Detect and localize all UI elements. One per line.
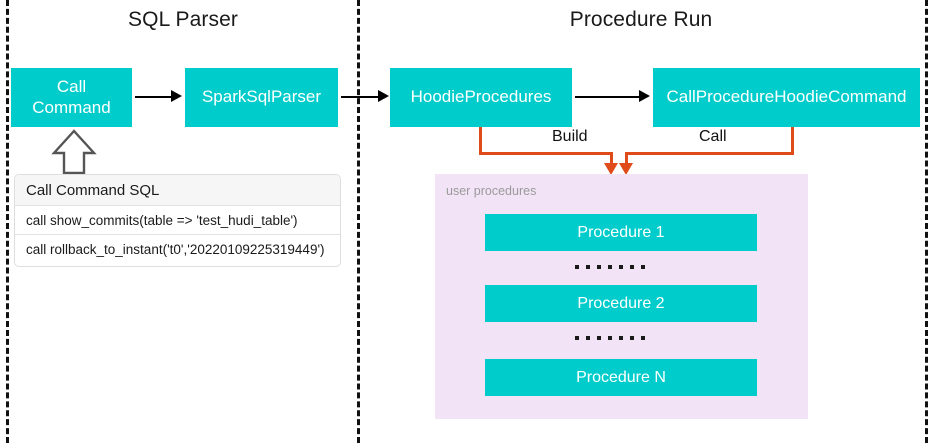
procedure-bar-1-label: Procedure 1 <box>577 223 665 241</box>
procedure-separator-dots-2 <box>575 336 645 340</box>
build-connector-horizontal <box>479 152 613 155</box>
divider-middle <box>357 0 360 443</box>
node-spark-sql-parser-label: SparkSqlParser <box>201 87 322 107</box>
procedure-bar-2[interactable]: Procedure 2 <box>485 285 757 322</box>
node-call-command-label: Call Command <box>32 77 110 117</box>
call-connector-horizontal <box>625 152 794 155</box>
arrow-hoodie-to-callprocedure-head <box>639 90 650 102</box>
user-procedures-panel-label: user procedures <box>446 184 537 198</box>
node-call-procedure-hoodie-command[interactable]: CallProcedureHoodieCommand <box>653 68 920 127</box>
arrow-hoodie-to-callprocedure-line <box>575 96 639 98</box>
procedure-separator-dots-1 <box>575 265 645 269</box>
node-call-command-line2: Command <box>32 97 111 117</box>
sql-command-row-1: call show_commits(table => 'test_hudi_ta… <box>15 206 340 235</box>
node-call-procedure-hoodie-command-label: CallProcedureHoodieCommand <box>666 87 907 107</box>
node-hoodie-procedures-label: HoodieProcedures <box>410 87 552 107</box>
node-call-command-line1: Call <box>56 77 87 97</box>
sql-command-table: Call Command SQL call show_commits(table… <box>14 174 341 267</box>
call-connector-arrowhead <box>619 163 633 175</box>
edge-label-build: Build <box>547 128 593 146</box>
arrow-spark-to-hoodie-head <box>378 90 389 102</box>
section-title-procedure-run: Procedure Run <box>569 8 713 31</box>
sql-command-row-2: call rollback_to_instant('t0','202201092… <box>15 235 340 264</box>
procedure-bar-n-label: Procedure N <box>576 368 666 386</box>
procedure-bar-1[interactable]: Procedure 1 <box>485 214 757 251</box>
arrow-call-command-to-spark-head <box>171 90 182 102</box>
sql-command-table-header: Call Command SQL <box>15 175 340 206</box>
node-call-command[interactable]: Call Command <box>11 68 132 127</box>
edge-label-call: Call <box>694 128 732 146</box>
arrow-spark-to-hoodie-line <box>341 96 378 98</box>
call-connector-vertical-start <box>791 127 794 155</box>
procedure-bar-2-label: Procedure 2 <box>577 294 665 312</box>
call-connector-vertical-end <box>625 152 628 165</box>
node-spark-sql-parser[interactable]: SparkSqlParser <box>185 68 338 127</box>
procedure-bar-n[interactable]: Procedure N <box>485 359 757 396</box>
arrow-call-command-to-spark-line <box>135 96 171 98</box>
block-arrow-up-icon <box>50 127 98 180</box>
divider-right <box>925 0 928 443</box>
section-title-sql-parser: SQL Parser <box>128 8 238 31</box>
node-hoodie-procedures[interactable]: HoodieProcedures <box>390 68 572 127</box>
divider-left <box>6 0 9 443</box>
build-connector-vertical-start <box>479 127 482 155</box>
build-connector-vertical-end <box>610 152 613 165</box>
build-connector-arrowhead <box>604 163 618 175</box>
